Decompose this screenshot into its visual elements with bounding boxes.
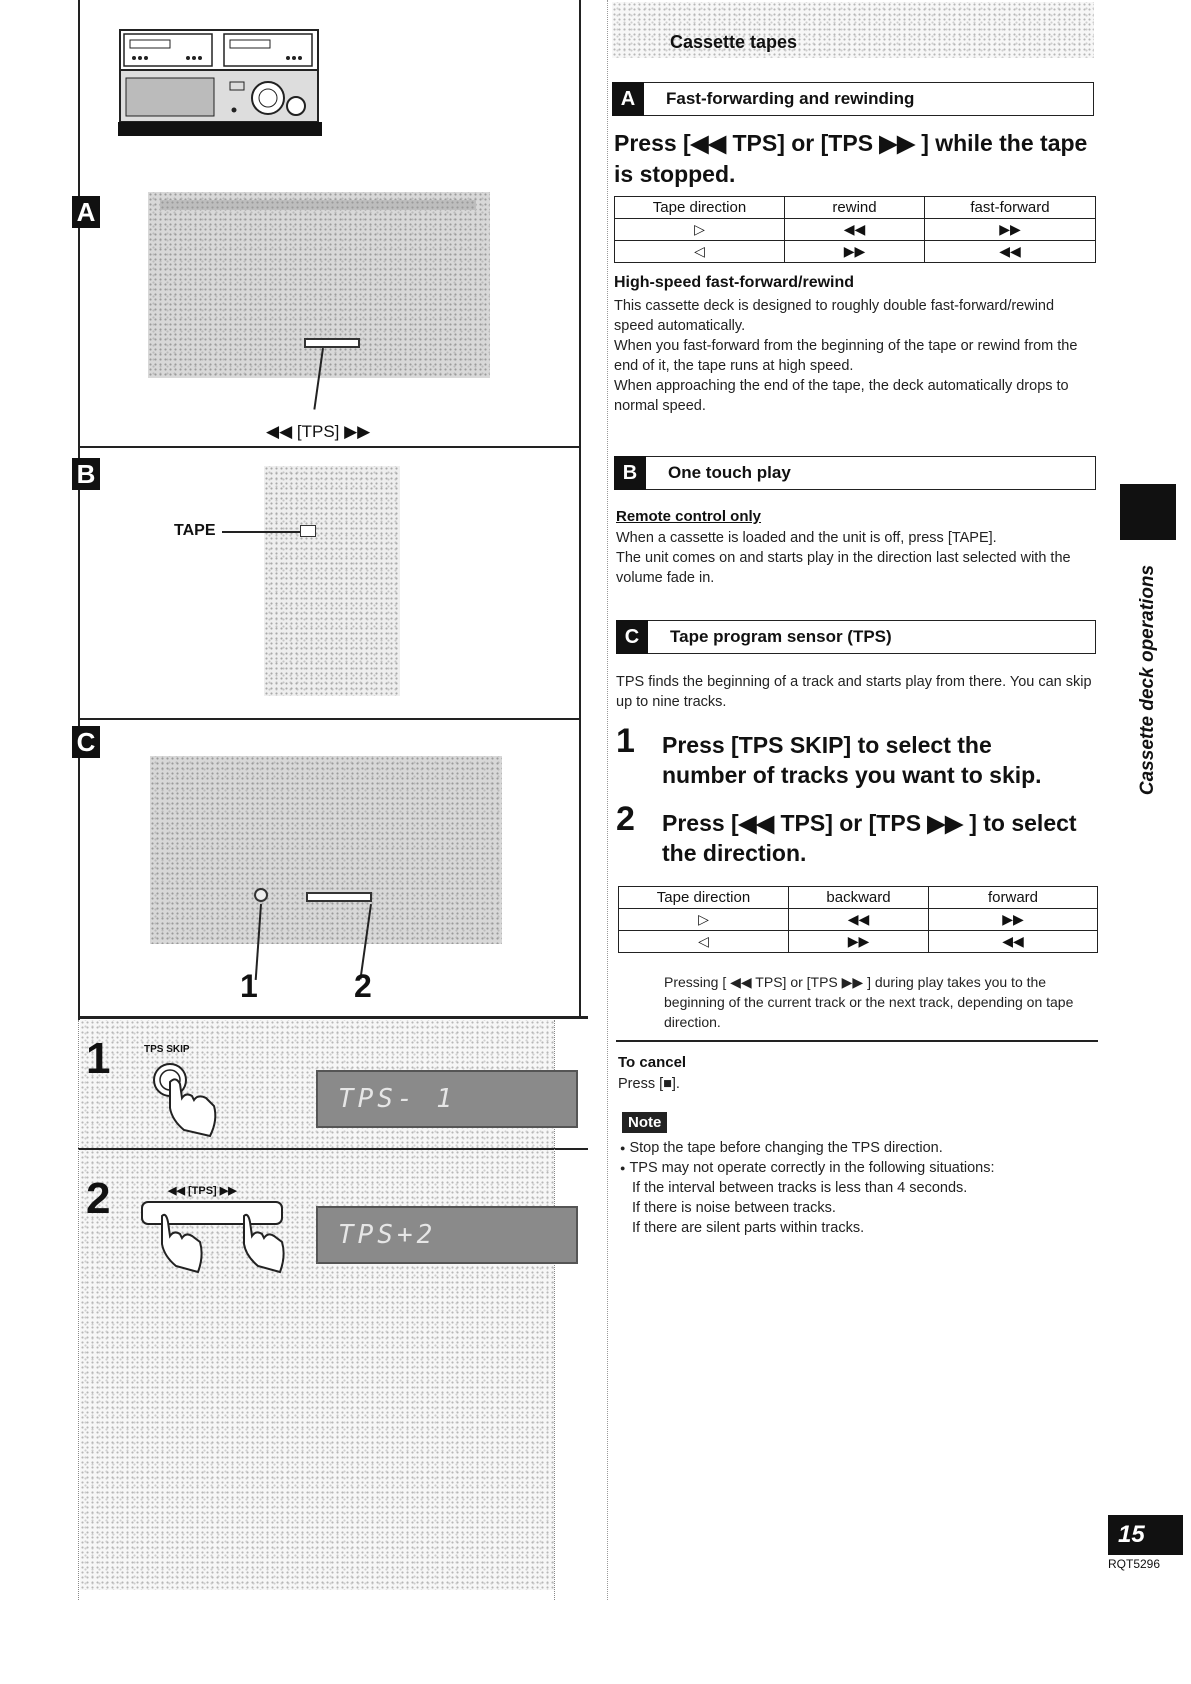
paragraph: This cassette deck is designed to roughl… xyxy=(614,298,1055,334)
high-speed-heading: High-speed fast-forward/rewind xyxy=(614,274,855,291)
table-header: backward xyxy=(788,886,929,909)
side-title: Cassette deck operations xyxy=(1137,564,1159,796)
section-a-header: A Fast-forwarding and rewinding xyxy=(612,82,1094,116)
tps-skip-label: TPS SKIP xyxy=(144,1044,190,1055)
note-badge: Note xyxy=(622,1112,668,1133)
paragraph: When you fast-forward from the beginning… xyxy=(614,338,1078,374)
table-cell: ◀◀ xyxy=(784,218,925,241)
tps-skip-button-shape xyxy=(254,888,268,902)
section-b-header: B One touch play xyxy=(614,456,1096,490)
step-1-number: 1 xyxy=(616,722,635,760)
table-header: forward xyxy=(928,886,1098,909)
list-item: If there are silent parts within tracks. xyxy=(632,1220,865,1237)
section-a-table: Tape direction rewind fast-forward ▷ ◀◀ … xyxy=(614,196,1096,263)
callout-2: 2 xyxy=(354,968,372,1004)
section-c-marker: C xyxy=(72,726,100,758)
tps-button-shape xyxy=(304,338,360,348)
page-number: 15 xyxy=(1108,1515,1183,1555)
header-banner xyxy=(612,2,1094,58)
table-cell: ◀◀ xyxy=(788,908,929,931)
table-cell: ◀◀ xyxy=(928,930,1098,953)
step2-display: TPS+2 xyxy=(316,1206,578,1264)
table-cell: ◁ xyxy=(614,240,785,263)
step-2-number: 2 xyxy=(616,800,635,838)
step1-number: 1 xyxy=(86,1034,111,1083)
step1-display: TPS- 1 xyxy=(316,1070,578,1128)
paragraph: The unit comes on and starts play in the… xyxy=(616,550,1071,586)
notes-list: Stop the tape before changing the TPS di… xyxy=(620,1138,1100,1238)
section-a-photo xyxy=(148,192,490,378)
section-c-title: Tape program sensor (TPS) xyxy=(670,627,892,646)
table-cell: ◁ xyxy=(618,930,789,953)
step2-number: 2 xyxy=(86,1174,111,1223)
list-item: If there is noise between tracks. xyxy=(632,1200,836,1217)
to-cancel-heading: To cancel xyxy=(618,1054,687,1071)
list-item: TPS may not operate correctly in the fol… xyxy=(620,1158,1100,1178)
divider xyxy=(616,1040,1098,1042)
list-item: Stop the tape before changing the TPS di… xyxy=(620,1138,1100,1158)
table-header: Tape direction xyxy=(614,196,785,219)
one-touch-body: When a cassette is loaded and the unit i… xyxy=(616,528,1096,588)
table-cell: ▶▶ xyxy=(784,240,925,263)
two-hands-pressing-icon xyxy=(140,1198,300,1282)
table-cell: ◀◀ xyxy=(924,240,1096,263)
tps-buttons-label: ◀◀ [TPS] ▶▶ xyxy=(168,1185,237,1197)
illustration-column: A ◀◀ [TPS] ▶▶ B TAPE C 1 2 1 TPS SKIP TP… xyxy=(72,0,588,1600)
table-cell: ▶▶ xyxy=(788,930,929,953)
to-cancel-text: Press [■]. xyxy=(618,1076,680,1092)
pressing-hand-icon xyxy=(148,1060,238,1140)
side-tab xyxy=(1120,484,1176,540)
table-cell: ▷ xyxy=(618,908,789,931)
tape-button-shape xyxy=(300,525,316,537)
step-2-text: Press [◀◀ TPS] or [TPS ▶▶ ] to select th… xyxy=(662,810,1077,866)
step-1-text: Press [TPS SKIP] to select the number of… xyxy=(662,732,1042,788)
section-a-title: Fast-forwarding and rewinding xyxy=(666,89,915,108)
tps-direction-button-shape xyxy=(306,892,372,902)
table-header: fast-forward xyxy=(924,196,1096,219)
column-divider xyxy=(607,0,608,1600)
section-c-badge: C xyxy=(616,620,648,654)
tape-label: TAPE xyxy=(174,522,216,539)
high-speed-body: This cassette deck is designed to roughl… xyxy=(614,296,1096,416)
paragraph: When approaching the end of the tape, th… xyxy=(614,378,1069,414)
section-c-table: Tape direction backward forward ▷ ◀◀ ▶▶ … xyxy=(618,886,1098,953)
section-c-header: C Tape program sensor (TPS) xyxy=(616,620,1096,654)
section-b-title: One touch play xyxy=(668,463,791,482)
section-b-photo xyxy=(264,466,400,696)
tps-intro: TPS finds the beginning of a track and s… xyxy=(616,674,1092,710)
section-b-badge: B xyxy=(614,456,646,490)
remote-only-heading: Remote control only xyxy=(616,508,762,525)
tps-direction-note: Pressing [ ◀◀ TPS] or [TPS ▶▶ ] during p… xyxy=(664,974,1074,1030)
section-a-instruction: Press [◀◀ TPS] or [TPS ▶▶ ] while the ta… xyxy=(614,130,1088,187)
stereo-unit-illustration xyxy=(116,28,328,138)
section-a-marker: A xyxy=(72,196,100,228)
table-cell: ▷ xyxy=(614,218,785,241)
page-section-title: Cassette tapes xyxy=(670,32,798,52)
tps-caption: ◀◀ [TPS] ▶▶ xyxy=(266,422,371,441)
callout-1: 1 xyxy=(240,968,258,1004)
table-cell: ▶▶ xyxy=(924,218,1096,241)
table-header: rewind xyxy=(784,196,925,219)
document-code: RQT5296 xyxy=(1108,1557,1161,1571)
table-cell: ▶▶ xyxy=(928,908,1098,931)
section-c-photo xyxy=(150,756,502,944)
section-a-badge: A xyxy=(612,82,644,116)
section-b-marker: B xyxy=(72,458,100,490)
list-item: If the interval between tracks is less t… xyxy=(632,1180,968,1197)
paragraph: When a cassette is loaded and the unit i… xyxy=(616,530,997,546)
table-header: Tape direction xyxy=(618,886,789,909)
